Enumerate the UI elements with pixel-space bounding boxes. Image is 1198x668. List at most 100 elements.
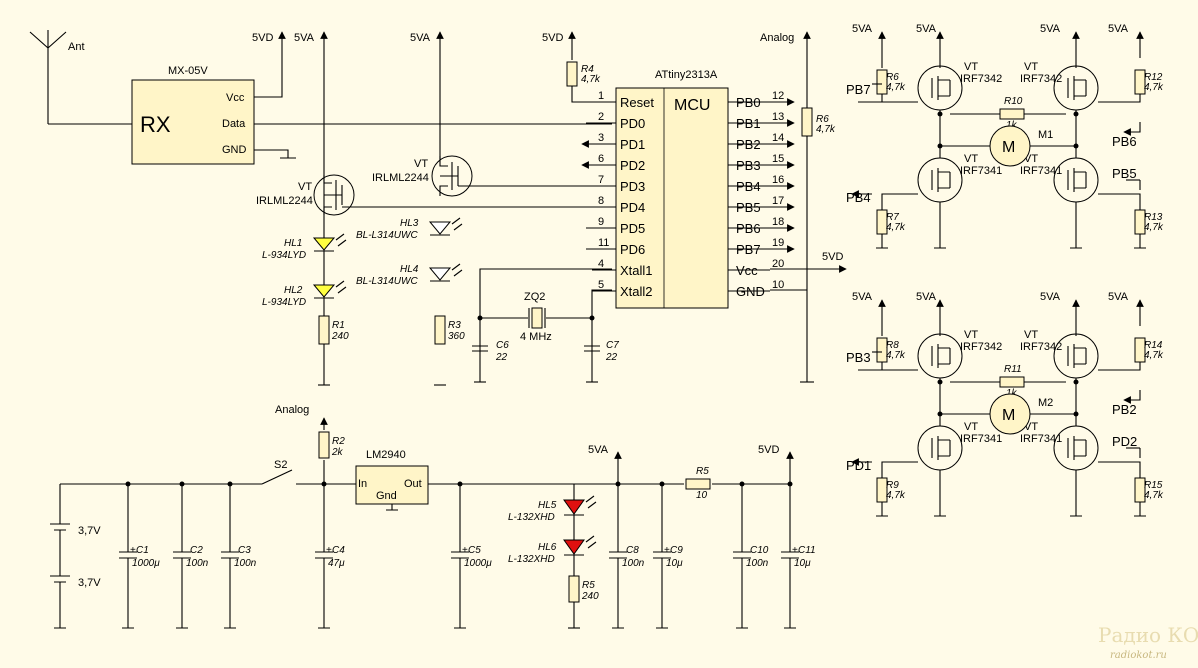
rail-label: 5VA — [852, 23, 873, 35]
port-label: PB5 — [1112, 166, 1137, 181]
mosfet — [917, 333, 963, 379]
pin-name: Reset — [620, 95, 654, 110]
rx-pin-data: Data — [222, 118, 246, 130]
port-label: PB7 — [846, 82, 871, 97]
capacitor-val: 1000μ — [132, 558, 160, 569]
rx-pin-gnd: GND — [222, 144, 247, 156]
resistor-r3: R3 360 — [434, 315, 465, 345]
polarity-plus: + — [326, 545, 332, 556]
svg-text:HL5: HL5 — [538, 500, 557, 511]
transistor-vt2: VT IRLML2244 — [372, 155, 612, 197]
svg-text:In: In — [358, 478, 367, 490]
rail-5vd-1: 5VD — [252, 31, 286, 44]
mosfet-ref: VT — [1024, 329, 1038, 341]
pin-name: PD3 — [620, 179, 645, 194]
pin-name: PB5 — [736, 200, 761, 215]
motor-letter: M — [1002, 407, 1015, 424]
mosfet — [917, 425, 963, 471]
rail-label: 5VA — [1040, 291, 1061, 303]
pin-number: 20 — [772, 258, 784, 270]
mosfet-ref: VT — [964, 329, 978, 341]
svg-text:5VD: 5VD — [758, 444, 779, 456]
pin-name: GND — [736, 284, 765, 299]
capacitor-val: 1000μ — [464, 558, 492, 569]
resistor-val: 4,7k — [886, 350, 906, 361]
svg-text:L-132XHD: L-132XHD — [508, 554, 555, 565]
capacitor-ref: C10 — [750, 545, 769, 556]
capacitor-val: 100n — [746, 558, 769, 569]
resistor-r6-analog: R6 4,7k — [801, 107, 836, 137]
pin-name: Vcc — [736, 263, 758, 278]
resistor-val: 1k — [1006, 388, 1018, 399]
pin-name: PB4 — [736, 179, 761, 194]
svg-text:BL-L314UWC: BL-L314UWC — [356, 230, 418, 241]
capacitor-ref: C4 — [332, 545, 345, 556]
svg-text:22: 22 — [495, 352, 508, 363]
pin-number: 9 — [598, 216, 604, 228]
svg-text:3,7V: 3,7V — [78, 525, 101, 537]
svg-text:4,7k: 4,7k — [581, 74, 601, 85]
polarity-plus: + — [462, 545, 468, 556]
port-label: PD2 — [1112, 434, 1137, 449]
mosfet — [917, 157, 963, 203]
svg-text:HL6: HL6 — [538, 542, 557, 553]
mcu-part: ATtiny2313A — [655, 69, 718, 81]
resistor-val: 4,7k — [886, 490, 906, 501]
crystal-zq2: ZQ2 4 MHz — [477, 268, 612, 382]
mosfet-part: IRF7341 — [1020, 165, 1062, 177]
port-label: PB3 — [846, 350, 871, 365]
svg-text:HL1: HL1 — [284, 238, 302, 249]
capacitor-ref: C1 — [136, 545, 149, 556]
rail-5vd-2: 5VD — [542, 31, 576, 60]
port-label: PB4 — [846, 190, 871, 205]
pin-number: 6 — [598, 153, 604, 165]
svg-text:Analog: Analog — [760, 32, 794, 44]
pin-name: PD4 — [620, 200, 645, 215]
rx-pin-vcc: Vcc — [226, 92, 245, 104]
motor — [989, 393, 1031, 435]
svg-text:22: 22 — [605, 352, 618, 363]
pin-number: 4 — [598, 258, 604, 270]
svg-text:5VD: 5VD — [252, 32, 273, 44]
power-section: S2 3,7V 3,7V R2 2k Analog LM2940 In Gnd … — [50, 404, 794, 629]
mosfet-ref: VT — [964, 153, 978, 165]
pin-name: PB6 — [736, 221, 761, 236]
pin-number: 8 — [598, 195, 604, 207]
rail-label: 5VA — [916, 291, 937, 303]
pin-name: Xtall2 — [620, 284, 653, 299]
svg-text:HL3: HL3 — [400, 218, 419, 229]
pin-number: 2 — [598, 111, 604, 123]
port-label: PB6 — [1112, 134, 1137, 149]
capacitor-ref: C5 — [468, 545, 481, 556]
svg-text:5VA: 5VA — [410, 32, 431, 44]
watermark: Радио КОТ radiokot.ru — [1098, 623, 1198, 661]
resistor-val: 4,7k — [1144, 82, 1164, 93]
svg-text:L-132XHD: L-132XHD — [508, 512, 555, 523]
svg-text:4 MHz: 4 MHz — [520, 331, 552, 343]
svg-text:5VD: 5VD — [542, 32, 563, 44]
antenna-label: Ant — [68, 41, 85, 53]
svg-text:BL-L314UWC: BL-L314UWC — [356, 276, 418, 287]
motor-ref: M2 — [1038, 397, 1053, 409]
resistor-ref: R11 — [1004, 364, 1022, 375]
mosfet-ref: VT — [964, 421, 978, 433]
capacitor-val: 10μ — [666, 558, 683, 569]
pin-name: PD1 — [620, 137, 645, 152]
mosfet-ref: VT — [1024, 61, 1038, 73]
svg-text:radiokot.ru: radiokot.ru — [1110, 650, 1167, 661]
pin-number: 12 — [772, 90, 784, 102]
capacitor-ref: C2 — [190, 545, 203, 556]
resistor-val: 4,7k — [1144, 490, 1164, 501]
mosfet — [917, 65, 963, 111]
svg-text:R2: R2 — [332, 436, 345, 447]
svg-text:R5: R5 — [582, 580, 595, 591]
